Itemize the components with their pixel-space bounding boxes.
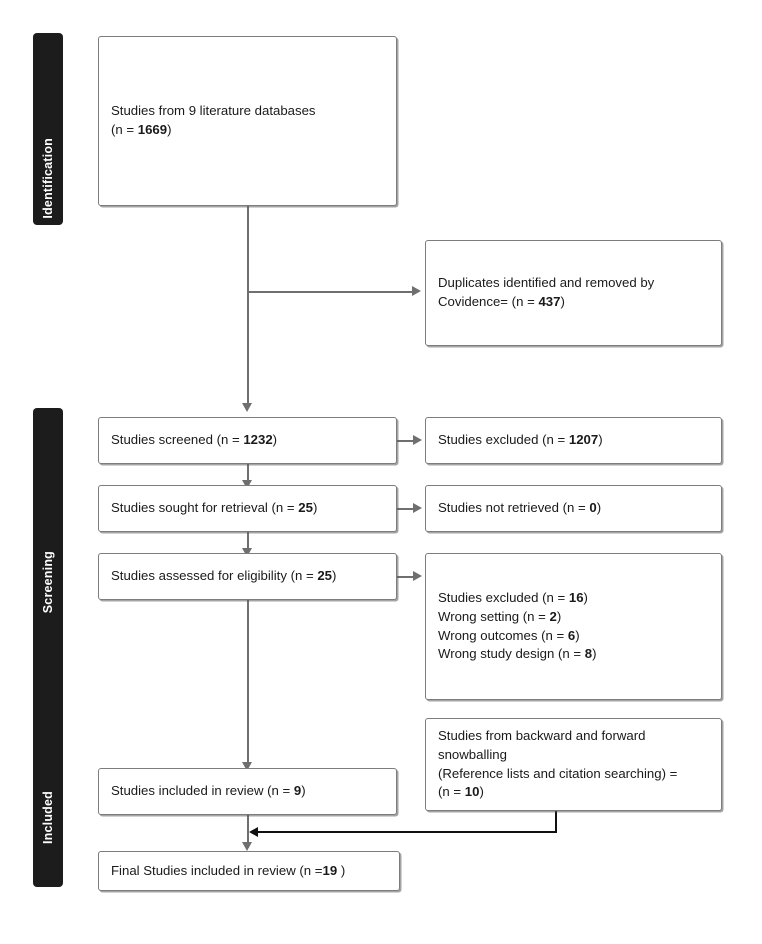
box-studies-included[interactable]: Studies included in review (n = 9)	[98, 768, 397, 815]
arrowhead-sought-to-assessed	[242, 548, 252, 557]
excluded-eligibility-heading: Studies excluded (n = 16)	[438, 590, 588, 606]
exclusion-reason-item: Wrong setting (n = 2)	[438, 608, 562, 624]
stage-label-screening: Screening	[41, 550, 55, 614]
snowballing-line3: (Reference lists and citation searching)…	[438, 765, 678, 781]
records-identified-count: 1669	[137, 122, 168, 137]
connector-identified-to-duplicates	[247, 291, 414, 293]
excluded-eligibility-count: 16	[568, 590, 584, 606]
exclusion-reason-count: 8	[584, 646, 593, 662]
final-included-count: 19	[322, 862, 338, 878]
arrowhead-sought-to-notretrieved	[413, 503, 422, 513]
connector-screened-to-sought	[247, 464, 249, 483]
stage-bar-identification: Identification	[33, 33, 63, 225]
records-identified-line1: Studies from 9 literature databases	[111, 103, 316, 119]
connector-snowballing-drop	[555, 811, 557, 833]
arrowhead-assessed-to-included	[242, 762, 252, 771]
stage-bar-included: Included	[33, 747, 63, 887]
box-studies-sought[interactable]: Studies sought for retrieval (n = 25)	[98, 485, 397, 532]
connector-sought-to-notretrieved	[397, 508, 415, 510]
exclusion-reason-count: 6	[567, 627, 576, 643]
box-records-identified[interactable]: Studies from 9 literature databases (n =…	[98, 36, 397, 206]
connector-identified-to-screened	[247, 206, 249, 405]
studies-sought-count: 25	[298, 500, 313, 516]
studies-excluded-screening-text: Studies excluded (n = 1207)	[438, 432, 603, 448]
records-identified-line2: (n = 1669)	[111, 122, 172, 137]
arrowhead-included-to-final	[242, 842, 252, 851]
box-studies-excluded-screening[interactable]: Studies excluded (n = 1207)	[425, 417, 722, 464]
connector-screened-to-excluded	[397, 440, 415, 442]
exclusion-reason-count: 2	[549, 608, 557, 624]
box-final-included[interactable]: Final Studies included in review (n =19 …	[98, 851, 400, 891]
box-duplicates-removed[interactable]: Duplicates identified and removed by Cov…	[425, 240, 722, 346]
connector-assessed-to-excluded-eligibility	[397, 576, 415, 578]
exclusion-reason-item: Wrong study design (n = 8)	[438, 646, 597, 662]
box-studies-assessed[interactable]: Studies assessed for eligibility (n = 25…	[98, 553, 397, 600]
connector-included-to-final	[247, 815, 249, 848]
studies-excluded-screening-count: 1207	[568, 432, 599, 448]
box-studies-not-retrieved[interactable]: Studies not retrieved (n = 0)	[425, 485, 722, 532]
stage-label-identification: Identification	[41, 138, 55, 219]
snowballing-line1: Studies from backward and forward	[438, 728, 646, 744]
connector-assessed-to-included	[247, 600, 249, 765]
duplicates-removed-count: 437	[538, 294, 561, 309]
snowballing-line2: snowballing	[438, 746, 507, 762]
stage-bar-screening: Screening	[33, 408, 63, 756]
snowballing-count: 10	[464, 784, 480, 800]
studies-sought-text: Studies sought for retrieval (n = 25)	[111, 500, 318, 516]
box-studies-excluded-eligibility[interactable]: Studies excluded (n = 16) Wrong setting …	[425, 553, 722, 700]
snowballing-line4: (n = 10)	[438, 784, 484, 800]
exclusion-reason-item: Wrong outcomes (n = 6)	[438, 627, 580, 643]
final-included-text: Final Studies included in review (n =19 …	[111, 862, 346, 878]
arrowhead-identified-to-duplicates	[412, 286, 421, 296]
arrowhead-identified-to-screened	[242, 403, 252, 412]
connector-snowballing-to-final	[258, 831, 556, 833]
studies-included-count: 9	[293, 783, 302, 799]
connector-sought-to-assessed	[247, 532, 249, 551]
studies-screened-text: Studies screened (n = 1232)	[111, 432, 278, 448]
arrowhead-screened-to-excluded	[413, 435, 422, 445]
studies-not-retrieved-text: Studies not retrieved (n = 0)	[438, 500, 602, 516]
studies-not-retrieved-count: 0	[589, 500, 597, 516]
box-snowballing[interactable]: Studies from backward and forward snowba…	[425, 718, 722, 811]
arrowhead-assessed-to-excluded-eligibility	[413, 571, 422, 581]
arrowhead-snowballing-to-final	[249, 827, 258, 837]
stage-label-included: Included	[41, 790, 55, 844]
studies-assessed-count: 25	[317, 568, 333, 584]
box-studies-screened[interactable]: Studies screened (n = 1232)	[98, 417, 397, 464]
duplicates-removed-line1: Duplicates identified and removed by	[438, 275, 655, 291]
arrowhead-screened-to-sought	[242, 480, 252, 489]
studies-screened-count: 1232	[243, 432, 273, 448]
studies-included-text: Studies included in review (n = 9)	[111, 783, 306, 799]
duplicates-removed-line2: Covidence= (n = 437)	[438, 294, 565, 309]
studies-assessed-text: Studies assessed for eligibility (n = 25…	[111, 568, 337, 584]
